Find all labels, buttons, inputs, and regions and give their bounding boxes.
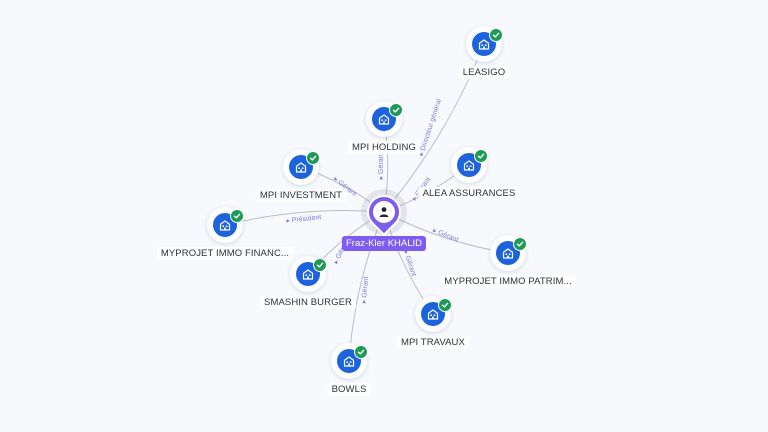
company-name[interactable]: MPI INVESTMENT (255, 189, 347, 202)
verified-check-icon (474, 149, 488, 163)
verified-check-icon (354, 345, 368, 359)
relation-label-bowls: ▸ Gérant (361, 276, 370, 303)
relation-label-myprojet-immo-patrim: ▸ Gérant (432, 227, 460, 244)
verified-check-icon (489, 28, 503, 42)
company-name[interactable]: BOWLS (327, 383, 371, 396)
verified-check-icon (230, 209, 244, 223)
verified-check-icon (306, 151, 320, 165)
relation-label-myprojet-immo-financ: ▸ Président (286, 214, 322, 225)
user-icon (373, 201, 395, 223)
company-name[interactable]: MPI HOLDING (348, 141, 420, 154)
company-name[interactable]: ALEA ASSURANCES (418, 187, 520, 200)
company-name[interactable]: SMASHIN BURGER (260, 296, 356, 309)
person-name[interactable]: Fraz-Kler KHALID (341, 236, 427, 251)
company-name[interactable]: MPI TRAVAUX (397, 336, 469, 349)
company-name[interactable]: MYPROJET IMMO FINANC... (156, 247, 294, 260)
verified-check-icon (313, 258, 327, 272)
verified-check-icon (389, 103, 403, 117)
company-name[interactable]: MYPROJET IMMO PATRIM... (440, 275, 576, 288)
relation-edge-myprojet-immo-financ (224, 209, 385, 226)
company-name[interactable]: LEASIGO (458, 66, 510, 79)
relation-label-mpi-holding: ▸ Gérant (378, 153, 385, 180)
verified-check-icon (438, 298, 452, 312)
verified-check-icon (513, 237, 527, 251)
